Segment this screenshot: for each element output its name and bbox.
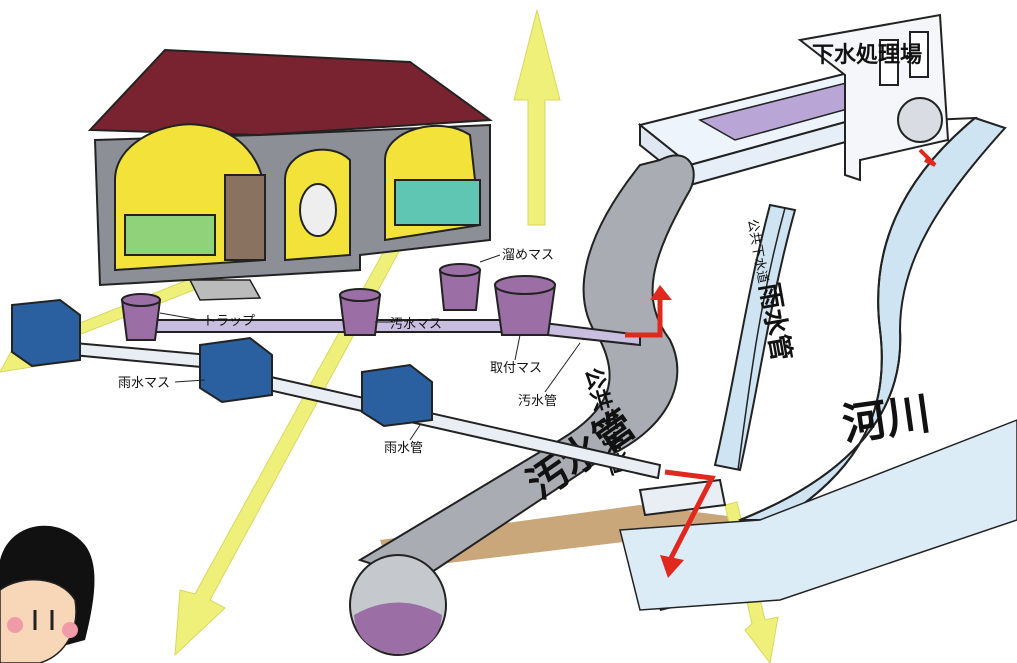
bathtub [125, 215, 215, 255]
steps [190, 280, 260, 300]
character [0, 526, 94, 663]
plant-label: 下水処理場 [812, 42, 922, 68]
house [90, 50, 490, 300]
cheek [7, 617, 23, 633]
storm-masu-right [362, 365, 432, 426]
tame-masu-label: 溜めマス [502, 248, 554, 263]
toilet [300, 184, 336, 236]
roof [90, 50, 490, 135]
door [225, 175, 265, 260]
usui-kan-label: 雨水管 [384, 441, 423, 456]
arrow-up [514, 10, 560, 225]
toritsuke-masu-label: 取付マス [490, 361, 542, 376]
outflow-pipe [898, 98, 942, 142]
storm-masu-center [200, 338, 272, 402]
osui-masu-label: 汚水マス [390, 317, 442, 332]
house-pipes [40, 320, 660, 478]
sink-cabinet [395, 180, 480, 225]
pipe-sewage [354, 603, 442, 655]
trap-label: トラップ [203, 314, 255, 329]
cheek [62, 622, 78, 638]
river-label: 河川 [839, 388, 933, 451]
usui-masu-label: 雨水マス [118, 376, 170, 391]
osui-kan-label: 汚水管 [518, 394, 557, 409]
storm-masu-left [12, 300, 80, 366]
